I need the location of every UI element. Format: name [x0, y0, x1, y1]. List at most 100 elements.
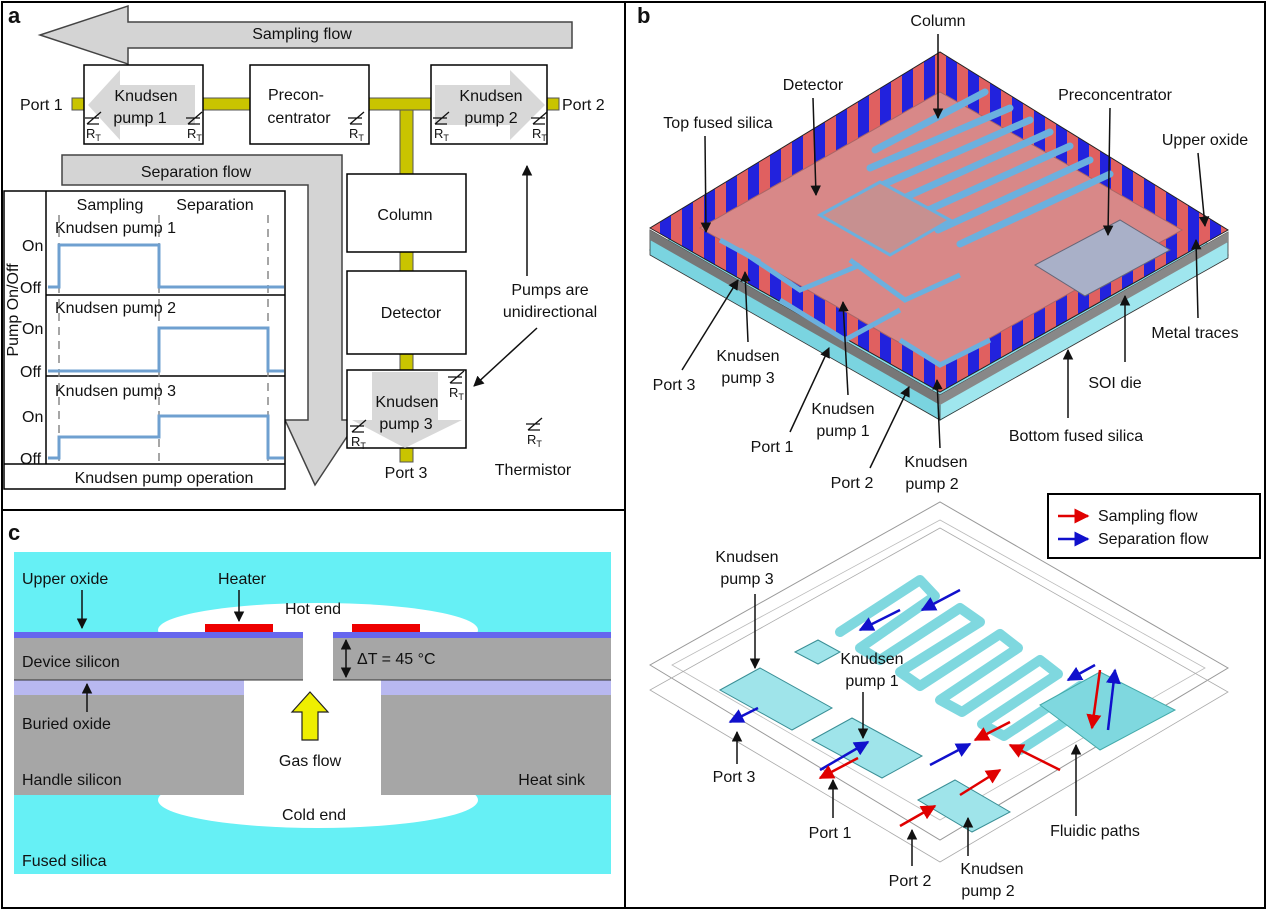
- label-top-pump-1-line1: Knudsen: [811, 401, 874, 418]
- c-buried-oxide-right: [381, 680, 611, 695]
- fluidic-separation-arrows: [728, 588, 1121, 772]
- separation-flow-arrow: [61, 154, 360, 487]
- label-column: Column: [910, 13, 965, 30]
- preconcentrator-box: [249, 64, 370, 145]
- fluidic-serpentine: [835, 575, 1103, 755]
- label-bottom-pump-2-line2: pump 2: [961, 883, 1014, 900]
- fluidic-pumps: [718, 639, 1012, 833]
- pumps-note-arrow-down: [473, 327, 538, 387]
- c-handle-silicon-right: [381, 695, 611, 795]
- preconcentrator-label-line2: centrator: [267, 110, 331, 127]
- c-device-silicon-left: [14, 638, 303, 680]
- c-label-heater: Heater: [218, 571, 267, 588]
- column-label: Column: [377, 207, 432, 224]
- label-top-port-1: Port 1: [751, 439, 794, 456]
- trace-name-label: Knudsen pump 2: [55, 300, 176, 317]
- c-label-handle-silicon: Handle silicon: [22, 772, 122, 789]
- arrow-upper-oxide: [1197, 152, 1210, 228]
- thermistor-icon: RT: [526, 417, 543, 449]
- label-top-pump-1-line2: pump 1: [816, 423, 869, 440]
- fluidic-annotations: Knudsen pump 3 Knudsen pump 1 Port 3 Por…: [713, 549, 1140, 900]
- phase-separation-label: Separation: [176, 197, 253, 214]
- c-label-cold-end: Cold end: [282, 807, 346, 824]
- timing-diagram-frame: [3, 190, 286, 490]
- label-top-pump-2-line2: pump 2: [905, 476, 958, 493]
- pump-3-label-line1: Knudsen: [375, 394, 438, 411]
- label-upper-oxide: Upper oxide: [1162, 132, 1248, 149]
- preconcentrator-label-line1: Precon-: [268, 87, 324, 104]
- c-gas-flow-arrow: [290, 691, 330, 741]
- c-label-delta-t: ΔT = 45 °C: [357, 651, 436, 668]
- c-label-device-silicon: Device silicon: [22, 654, 120, 671]
- c-label-buried-oxide: Buried oxide: [22, 716, 111, 733]
- pump-trace-line: [48, 243, 284, 289]
- label-bottom-pump-1-line2: pump 1: [845, 673, 898, 690]
- column-box: [346, 173, 467, 253]
- label-top-fused-silica: Top fused silica: [663, 115, 772, 132]
- flow-legend-box: [1047, 493, 1261, 559]
- pump-3-arrow: [352, 372, 462, 448]
- chip-illustration: [648, 51, 1230, 421]
- off-label: Off: [20, 364, 42, 381]
- pump-1-label-line2: pump 1: [113, 110, 166, 127]
- port-3-label: Port 3: [385, 465, 428, 482]
- label-bottom-port-3: Port 3: [713, 769, 756, 786]
- sampling-flow-label: Sampling flow: [252, 26, 352, 43]
- pump-1-label-line1: Knudsen: [114, 88, 177, 105]
- pumps-note-line2: unidirectional: [503, 304, 597, 321]
- port-1-label: Port 1: [20, 97, 63, 114]
- c-label-gas-flow: Gas flow: [279, 753, 342, 770]
- chip-detector-area: [816, 180, 954, 257]
- c-device-silicon-right: [333, 638, 611, 680]
- c-upper-oxide-left: [14, 632, 303, 638]
- fluidic-sampling-arrows: [818, 669, 1102, 828]
- pump-3-label-line2: pump 3: [379, 416, 432, 433]
- label-bottom-pump-1-line1: Knudsen: [840, 651, 903, 668]
- label-fluidic-paths: Fluidic paths: [1050, 823, 1140, 840]
- trace-name-label: Knudsen pump 1: [55, 220, 176, 237]
- pump-on-off-axis-label: Pump On/Off: [5, 263, 22, 357]
- panel-c-frame: [1, 509, 626, 909]
- label-top-port-3: Port 3: [653, 377, 696, 394]
- pumps-note-line1: Pumps are: [511, 282, 588, 299]
- label-top-pump-3-line1: Knudsen: [716, 348, 779, 365]
- thermistor-symbol-label: RT: [527, 432, 542, 449]
- label-bottom-pump-2-line1: Knudsen: [960, 861, 1023, 878]
- label-bottom-port-1: Port 1: [809, 825, 852, 842]
- label-bottom-port-2: Port 2: [889, 873, 932, 890]
- label-top-pump-3-line2: pump 3: [721, 370, 774, 387]
- panel-a-letter: a: [8, 3, 21, 28]
- arrow-top-port-2: [869, 386, 910, 469]
- pump-trace-line: [48, 414, 284, 460]
- on-label: On: [22, 321, 43, 338]
- off-label: Off: [20, 280, 42, 297]
- detector-label: Detector: [381, 305, 442, 322]
- fluidic-outline-top: [649, 501, 1229, 841]
- port-2-label: Port 2: [562, 97, 605, 114]
- trace-name-label: Knudsen pump 3: [55, 383, 176, 400]
- arrow-top-pump-3: [740, 270, 751, 343]
- chip-top-annotations: Column Detector Preconcentrator Top fuse…: [653, 13, 1249, 493]
- c-upper-oxide-right: [333, 632, 611, 638]
- on-label: On: [22, 238, 43, 255]
- label-top-port-2: Port 2: [831, 475, 874, 492]
- arrow-detector: [810, 97, 821, 197]
- label-preconcentrator: Preconcentrator: [1058, 87, 1173, 104]
- c-handle-silicon-left: [14, 695, 244, 795]
- label-metal-traces: Metal traces: [1151, 325, 1238, 342]
- c-heater-left: [205, 624, 273, 632]
- label-soi-die: SOI die: [1088, 375, 1141, 392]
- timing-footer-label: Knudsen pump operation: [75, 470, 254, 487]
- c-label-hot-end: Hot end: [285, 601, 341, 618]
- detector-box: [346, 270, 467, 355]
- sampling-flow-arrow: [37, 4, 573, 66]
- arrow-preconcentrator: [1102, 107, 1114, 237]
- fluidic-illustration: [649, 501, 1229, 863]
- arrow-top-port-3: [681, 279, 739, 371]
- fluidic-outline-bottom: [649, 527, 1229, 863]
- arrow-metal-traces: [1190, 238, 1202, 319]
- panel-b-letter: b: [637, 3, 650, 28]
- label-bottom-fused-silica: Bottom fused silica: [1009, 428, 1143, 445]
- chip-soi-die-right: [940, 232, 1228, 405]
